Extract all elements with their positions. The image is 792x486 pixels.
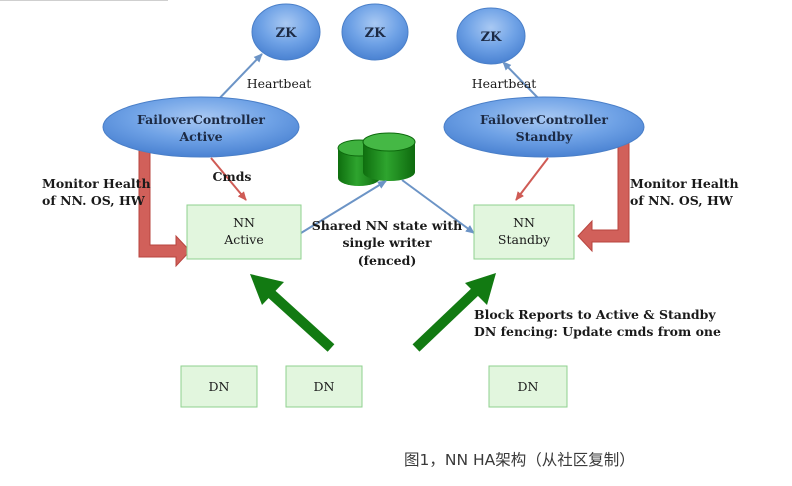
controller-active-title: FailoverController bbox=[137, 112, 265, 127]
namenode-standby: NN Standby bbox=[473, 204, 575, 260]
heartbeat-label-right: Heartbeat bbox=[472, 76, 537, 91]
block-report-arrow-left bbox=[250, 274, 335, 352]
zk-node-2: ZK bbox=[341, 3, 409, 61]
datanode-1: DN bbox=[180, 365, 258, 408]
datanode-label: DN bbox=[314, 379, 335, 394]
cmds-arrow-right bbox=[515, 157, 549, 201]
zk-label: ZK bbox=[276, 26, 297, 41]
heartbeat-arrow-right bbox=[502, 61, 541, 101]
shared-storage-icon bbox=[337, 132, 416, 186]
monitor-health-arrow-right bbox=[577, 133, 630, 253]
block-reports-line1: Block Reports to Active & Standby bbox=[474, 307, 716, 322]
failover-controller-standby: FailoverController Standby bbox=[443, 96, 645, 158]
block-reports-line2: DN fencing: Update cmds from one bbox=[474, 324, 721, 339]
shared-state-line3: (fenced) bbox=[358, 253, 417, 268]
zk-label: ZK bbox=[481, 30, 502, 45]
namenode-standby-state: Standby bbox=[498, 232, 551, 247]
shared-state-arrow-standby bbox=[401, 179, 475, 234]
shared-state-arrow-active bbox=[300, 180, 387, 234]
cmds-label: Cmds bbox=[213, 169, 252, 184]
shared-state-line2: single writer bbox=[342, 235, 431, 250]
monitor-health-right-line1: Monitor Health bbox=[630, 176, 739, 191]
controller-standby-state: Standby bbox=[516, 129, 573, 144]
namenode-active-title: NN bbox=[233, 215, 255, 230]
controller-active-state: Active bbox=[178, 129, 222, 144]
monitor-health-right-line2: of NN. OS, HW bbox=[630, 193, 734, 208]
namenode-active: NN Active bbox=[186, 204, 302, 260]
zk-node-3: ZK bbox=[456, 7, 526, 65]
zk-node-1: ZK bbox=[251, 3, 321, 61]
zk-label: ZK bbox=[365, 26, 386, 41]
cmds-arrow-left bbox=[210, 157, 247, 201]
monitor-health-left-line2: of NN. OS, HW bbox=[42, 193, 146, 208]
failover-controller-active: FailoverController Active bbox=[102, 96, 300, 158]
datanode-label: DN bbox=[518, 379, 539, 394]
heartbeat-arrow-left bbox=[213, 53, 263, 105]
datanode-label: DN bbox=[209, 379, 230, 394]
figure-caption: 图1，NN HA架构（从社区复制） bbox=[404, 451, 635, 469]
datanode-3: DN bbox=[488, 365, 568, 408]
namenode-active-state: Active bbox=[223, 232, 264, 247]
top-divider bbox=[0, 0, 168, 1]
shared-state-line1: Shared NN state with bbox=[312, 218, 462, 233]
heartbeat-label-left: Heartbeat bbox=[247, 76, 312, 91]
block-report-arrow-right bbox=[412, 273, 496, 352]
datanode-2: DN bbox=[285, 365, 363, 408]
monitor-health-left-line1: Monitor Health bbox=[42, 176, 151, 191]
namenode-standby-title: NN bbox=[513, 215, 535, 230]
controller-standby-title: FailoverController bbox=[480, 112, 608, 127]
